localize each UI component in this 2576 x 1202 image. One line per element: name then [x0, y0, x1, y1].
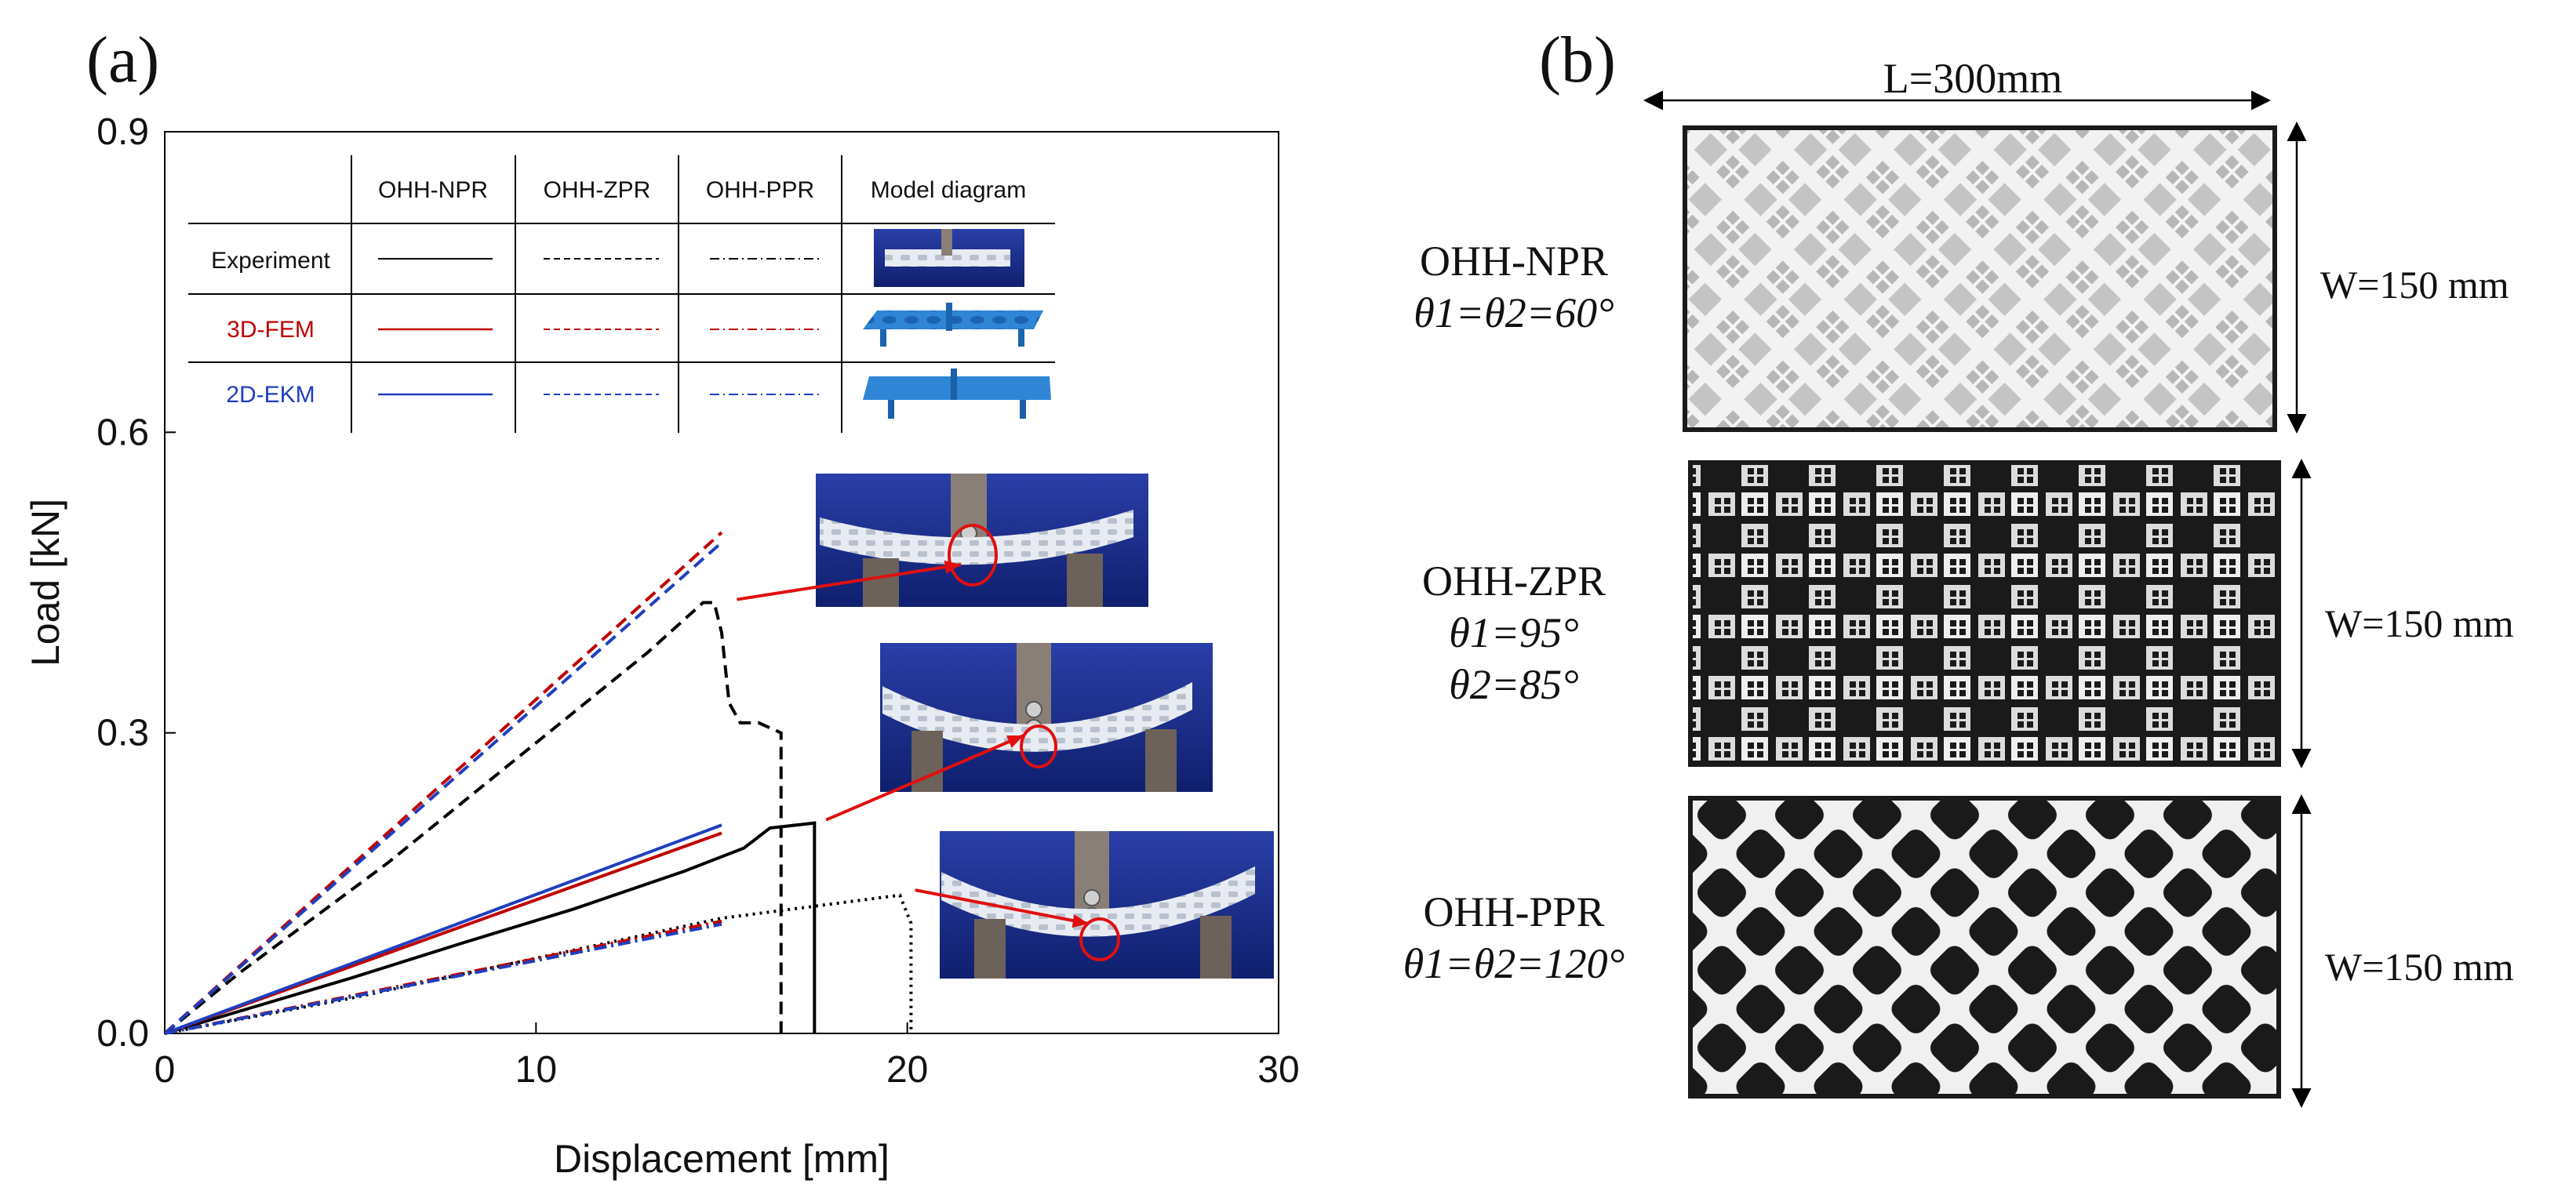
- callout-arrow: [915, 888, 1090, 925]
- x-axis-label: Displacement [mm]: [554, 1137, 890, 1181]
- panel-b-graphics: L=300mm: [1643, 55, 2312, 1108]
- legend-col-ohh-zpr: OHH-ZPR: [544, 177, 651, 203]
- sample-label-ohh-ppr: OHH-PPR θ1=θ2=120°: [1365, 886, 1663, 990]
- callout-arrow: [825, 734, 1024, 822]
- panel-a: (a) 0 10 20 30 0.0 0.3 0.6 0.9 Displacement [mm…: [24, 24, 1300, 1181]
- panel-b-tag: (b): [1539, 24, 1616, 96]
- y-tick-label: 0.0: [96, 1013, 149, 1055]
- sample-name: OHH-PPR: [1423, 888, 1605, 935]
- data-series: [163, 531, 913, 1035]
- panel-b: (b): [1333, 0, 2576, 1202]
- angle-line: θ2=85°: [1449, 661, 1579, 708]
- series-ohh-npr-experiment: [164, 821, 817, 1035]
- model-diagram-3d-fem: [863, 303, 1043, 347]
- width-label-ohh-npr: W=150 mm: [2320, 263, 2509, 307]
- photo-zpr-bending: [816, 474, 1148, 607]
- legend-table: OHH-NPR OHH-ZPR OHH-PPR Model diagram Ex…: [188, 155, 1055, 433]
- series-ohh-ppr-3d-fem: [164, 919, 722, 1035]
- legend-col-ohh-npr: OHH-NPR: [378, 177, 488, 203]
- x-tick-label: 10: [515, 1049, 557, 1091]
- panel-a-tag: (a): [86, 24, 160, 96]
- legend-col-ohh-ppr: OHH-PPR: [706, 177, 814, 203]
- callout-arrow: [737, 563, 962, 601]
- sample-image-ohh-zpr: [1688, 460, 2281, 767]
- sample-label-ohh-zpr: OHH-ZPR θ1=95° θ2=85°: [1365, 555, 1663, 710]
- x-tick-label: 30: [1257, 1049, 1299, 1091]
- callout-arrows: [737, 560, 1090, 928]
- legend-row-experiment: Experiment: [211, 248, 330, 274]
- legend-row-3d-fem: 3D-FEM: [227, 317, 315, 343]
- x-tick-label: 20: [886, 1049, 928, 1091]
- series-ohh-ppr-2d-ekm: [164, 922, 722, 1035]
- model-diagram-2d-ekm: [863, 369, 1051, 419]
- width-label-ohh-zpr: W=150 mm: [2325, 601, 2514, 645]
- series-ohh-zpr-3d-fem: [163, 531, 723, 1035]
- sample-label-ohh-npr: OHH-NPR θ1=θ2=60°: [1365, 235, 1663, 339]
- sample-image-ohh-ppr: [1688, 796, 2281, 1099]
- photo-npr-bending: [880, 643, 1213, 792]
- series-ohh-npr-2d-ekm: [164, 823, 722, 1035]
- length-label: L=300mm: [1883, 55, 2062, 102]
- width-label-ohh-ppr: W=150 mm: [2325, 945, 2514, 989]
- load-displacement-chart: 0 10 20 30 0.0 0.3 0.6 0.9 Displacement [mm] Lo…: [24, 111, 1300, 1181]
- sample-image-ohh-npr: [1683, 125, 2277, 432]
- y-tick-label: 0.9: [96, 111, 149, 153]
- y-tick-label: 0.3: [96, 713, 149, 754]
- series-ohh-ppr-experiment: [164, 893, 913, 1035]
- callout-arrowhead: [1006, 735, 1024, 748]
- angle-line: θ1=θ2=60°: [1414, 289, 1614, 336]
- legend-row-2d-ekm: 2D-EKM: [226, 382, 315, 408]
- series-ohh-zpr-experiment: [163, 601, 783, 1035]
- plot-frame: [164, 131, 1279, 1034]
- angle-line: θ1=θ2=120°: [1403, 940, 1625, 987]
- y-axis-label: Load [kN]: [24, 499, 67, 666]
- x-tick-label: 0: [155, 1049, 176, 1091]
- angle-line: θ1=95°: [1449, 609, 1579, 656]
- y-tick-label: 0.6: [96, 412, 149, 453]
- legend-col-model-diagram: Model diagram: [871, 177, 1026, 203]
- callout-arrowhead: [1072, 914, 1089, 928]
- model-diagram-experiment: [874, 229, 1024, 287]
- sample-name: OHH-NPR: [1419, 238, 1609, 285]
- callout-arrowhead: [944, 560, 961, 574]
- sample-name: OHH-ZPR: [1421, 557, 1606, 605]
- axis-ticks: 0 10 20 30 0.0 0.3 0.6 0.9: [96, 111, 1299, 1091]
- series-ohh-zpr-2d-ekm: [163, 541, 723, 1035]
